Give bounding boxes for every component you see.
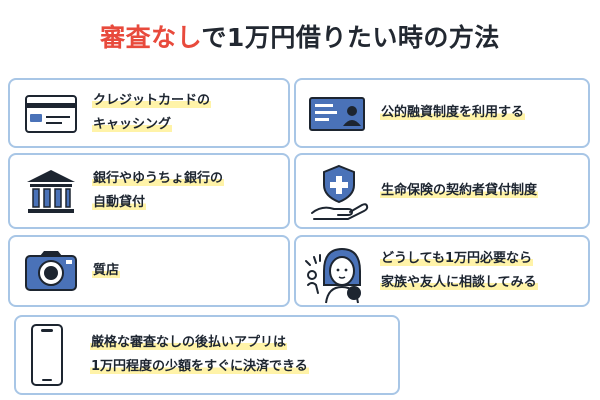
thinking-woman-icon (305, 247, 361, 304)
title-rest: で1万円借りたい時の方法 (201, 23, 500, 52)
method-card-bnpl-app: 厳格な審査なしの後払いアプリは 1万円程度の少額をすぐに決済できる (14, 315, 400, 395)
method-text: どうしても1万円必要なら 家族や友人に相談してみる (380, 247, 538, 295)
text-line: クレジットカードの (92, 93, 212, 108)
smartphone-icon (31, 324, 63, 386)
method-card-bank: 銀行やゆうちょ銀行の 自動貸付 (8, 153, 290, 229)
title-accent: 審査なし (100, 23, 202, 52)
credit-card-icon (25, 95, 77, 133)
method-text: 公的融資制度を利用する (380, 101, 526, 125)
method-text: 厳格な審査なしの後払いアプリは 1万円程度の少額をすぐに決済できる (90, 331, 309, 379)
insurance-shield-hand-icon (311, 164, 369, 220)
method-text: 質店 (92, 259, 121, 283)
method-card-pawn-shop: 質店 (8, 235, 290, 307)
text-line: 自動貸付 (92, 195, 147, 210)
page-title: 審査なしで1万円借りたい時の方法 (0, 18, 600, 54)
camera-icon (25, 251, 77, 291)
method-text: クレジットカードの キャッシング (92, 89, 212, 137)
method-card-credit-card: クレジットカードの キャッシング (8, 78, 290, 148)
text-line: 1万円程度の少額をすぐに決済できる (90, 359, 309, 374)
text-line: どうしても1万円必要なら (380, 251, 534, 266)
method-text: 生命保険の契約者貸付制度 (380, 179, 539, 203)
text-line: 厳格な審査なしの後払いアプリは (90, 335, 288, 350)
bank-icon (27, 170, 75, 213)
method-card-insurance: 生命保険の契約者貸付制度 (294, 153, 590, 229)
text-line: 公的融資制度を利用する (380, 105, 526, 120)
text-line: 質店 (92, 263, 121, 278)
text-line: 生命保険の契約者貸付制度 (380, 183, 539, 198)
id-card-icon (309, 97, 365, 131)
text-line: キャッシング (92, 117, 173, 132)
method-card-public-loan: 公的融資制度を利用する (294, 78, 590, 148)
text-line: 家族や友人に相談してみる (380, 275, 538, 290)
method-text: 銀行やゆうちょ銀行の 自動貸付 (92, 167, 225, 215)
method-card-family: どうしても1万円必要なら 家族や友人に相談してみる (294, 235, 590, 307)
text-line: 銀行やゆうちょ銀行の (92, 171, 225, 186)
